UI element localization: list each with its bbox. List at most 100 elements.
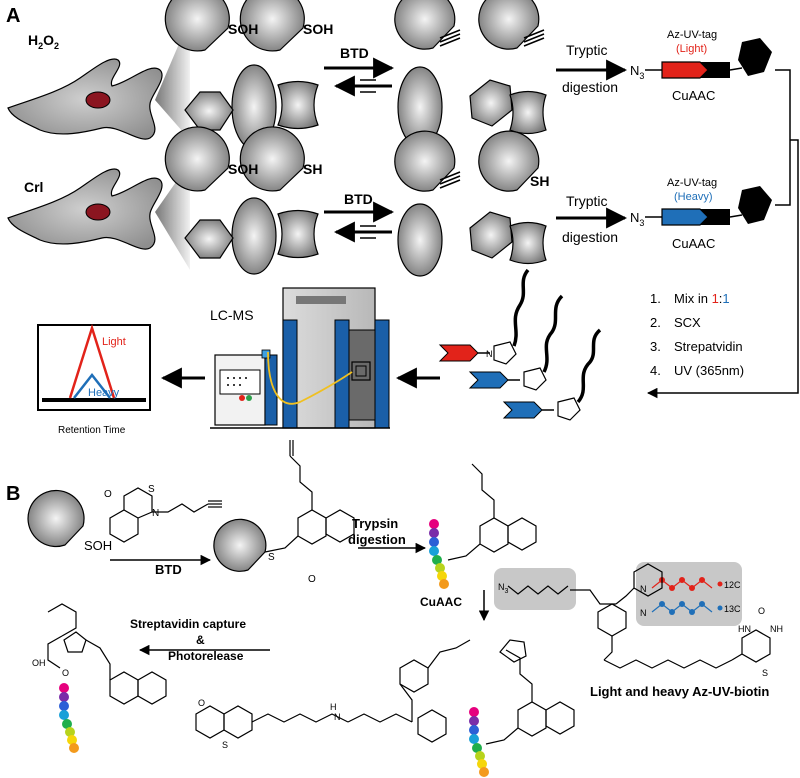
product-n: N: [334, 712, 341, 722]
tag-linker-2b: [729, 214, 743, 218]
tag-black-block-2: [700, 209, 730, 225]
cell-h2o2: [7, 58, 163, 140]
cuaac-label-2: CuAAC: [672, 236, 715, 251]
biotin-shape-2: [738, 186, 772, 224]
released-o: O: [62, 668, 69, 678]
product-urea-o: O: [198, 698, 205, 708]
protein-group-2: [394, 0, 547, 148]
btd-label-1: BTD: [340, 45, 369, 61]
protein-soh-b: [27, 489, 85, 548]
cuaac-label-b: CuAAC: [420, 595, 462, 609]
tag-heavy-label: (Heavy): [674, 191, 713, 203]
panel-a-label: A: [6, 5, 20, 27]
adduct-s: S: [268, 552, 275, 563]
trace-heavy-label: Heavy: [88, 387, 120, 399]
step-2-number: 2.: [650, 315, 661, 330]
protein-hex-3: [184, 219, 234, 259]
peptide-beads-3: [59, 683, 79, 753]
tag-linker-1b: [729, 67, 743, 71]
protein-pacman-1: [164, 0, 230, 52]
step-4-text: UV (365nm): [674, 363, 744, 378]
heavy-trace: [73, 372, 111, 399]
protein-chip-4: [509, 221, 547, 265]
protein-adduct-b: [213, 518, 267, 572]
btd-label-b: BTD: [155, 562, 182, 577]
reagent-core-structure: [570, 563, 771, 669]
protein-pacman-4: [478, 0, 540, 50]
capture-label-2: &: [196, 633, 205, 647]
nucleus: [85, 91, 111, 109]
digestion-label-2: digestion: [562, 229, 618, 245]
peptide-chain-3: [576, 328, 602, 404]
retention-time-label: Retention Time: [58, 425, 126, 436]
peptide-tag-red: [438, 344, 479, 362]
svg-text:N: N: [486, 349, 493, 359]
lcms-instrument: [210, 287, 390, 429]
zoom-cone-1: [155, 18, 190, 140]
btd-label-2: BTD: [344, 191, 373, 207]
biotin-shape-1: [738, 38, 772, 76]
btd-o: O: [104, 489, 112, 500]
protein-pacman-3: [394, 0, 456, 50]
cuaac-label-1: CuAAC: [672, 88, 715, 103]
tag-black-block-1: [700, 62, 730, 78]
soh-label-b: SOH: [84, 538, 112, 553]
alkyne-icon-1: [360, 79, 376, 93]
n3-label-2: N3: [630, 210, 644, 228]
biotin-product-structure: [195, 639, 471, 743]
protein-oval-4: [397, 203, 443, 277]
nucleus: [85, 203, 111, 221]
protein-hex-4: [469, 211, 513, 259]
tag-name-light: Az-UV-tag: [667, 29, 717, 41]
labeled-peptides: N: [438, 268, 602, 421]
capture-label-1: Streptavidin capture: [130, 617, 246, 631]
protein-chip-2: [509, 90, 547, 135]
product-h: H: [330, 702, 337, 712]
tag-name-heavy: Az-UV-tag: [667, 177, 717, 189]
combine-arrow: [646, 139, 799, 399]
soh-label-1: SOH: [228, 21, 258, 37]
released-structure: [47, 603, 167, 705]
reagent-s: S: [762, 668, 768, 678]
sh-label-2: SH: [530, 173, 549, 189]
protein-oval-3: [231, 197, 277, 275]
step-3-text: Strepatvidin: [674, 339, 743, 354]
cell-crl: [7, 168, 163, 250]
released-oh: OH: [32, 658, 46, 668]
step-4-number: 4.: [650, 363, 661, 378]
n3-label-1: N3: [630, 63, 644, 81]
peptide-beads-2: [469, 707, 489, 777]
c12-label: 12C: [724, 580, 741, 590]
protein-pacman-6: [239, 126, 305, 192]
digestion-label-1: digestion: [562, 79, 618, 95]
trypsin-label: Trypsin: [352, 516, 398, 531]
peptide-tag-blue-2: [502, 401, 543, 419]
reagent-nh: NH: [770, 624, 783, 634]
chromatogram: Light Heavy: [37, 323, 151, 411]
peptide-chain-2: [542, 294, 564, 373]
capture-label-3: Photorelease: [168, 649, 244, 663]
tryptic-label-1: Tryptic: [566, 42, 607, 58]
c13-label: 13C: [724, 604, 741, 614]
btd-s: S: [148, 484, 155, 495]
tryptic-label-2: Tryptic: [566, 193, 607, 209]
protein-pacman-2: [239, 0, 305, 52]
ms-vent: [296, 296, 346, 304]
reagent-urea-o: O: [758, 606, 765, 616]
adduct-structure: [264, 440, 355, 553]
chromatogram-frame: [37, 324, 151, 411]
product-adduct-structure: [485, 639, 575, 745]
step-1-number: 1.: [650, 291, 661, 306]
crl-label: Crl: [24, 179, 43, 195]
protein-chip-1: [277, 80, 319, 130]
reagent-n3: N3: [498, 582, 509, 595]
lcms-label: LC-MS: [210, 307, 254, 323]
peptide-tag-blue-1: [468, 371, 509, 389]
zoom-cone-2: [155, 162, 190, 270]
iso-n3-2: N: [640, 608, 647, 618]
adduct-o: O: [308, 574, 316, 585]
protein-hex-2: [469, 79, 513, 127]
peptide-adduct-structure: [447, 463, 537, 561]
azide-box: [494, 568, 576, 610]
